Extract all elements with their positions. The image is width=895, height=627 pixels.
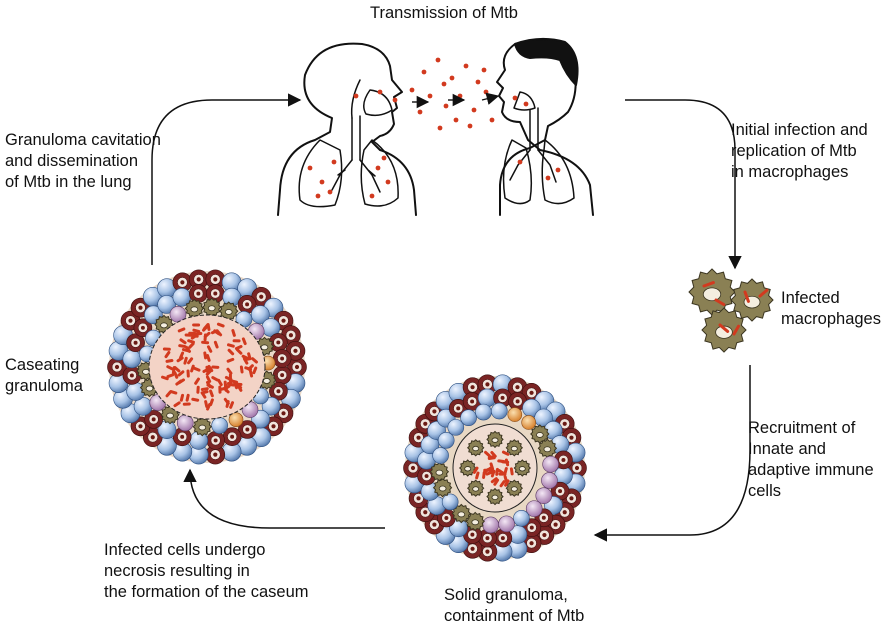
label-caseating: Caseating granuloma xyxy=(5,356,83,395)
caseating-granuloma xyxy=(107,269,307,465)
macrophage-cell xyxy=(466,479,485,497)
macrophage-cell xyxy=(201,297,222,317)
macrophage-cell xyxy=(688,268,736,316)
cycle-arrows xyxy=(151,93,751,542)
diagram-title: Transmission of Mtb xyxy=(370,4,518,22)
macrophage-cell xyxy=(451,503,471,524)
macrophage-cell xyxy=(505,479,524,497)
label-initial-infection: Initial infection and replication of Mtb… xyxy=(731,121,868,181)
infected-macrophage-cluster xyxy=(688,268,774,353)
label-solid-granuloma: Solid granuloma, containment of Mtb xyxy=(444,586,585,625)
macrophage-cell xyxy=(432,478,453,498)
macrophage-cell xyxy=(486,430,504,449)
label-infected-macrophages: Infected macrophages xyxy=(781,289,881,328)
macrophage-cell xyxy=(505,439,524,457)
macrophage-cell xyxy=(486,487,504,506)
airflow-arrows xyxy=(412,92,500,109)
macrophage-cell xyxy=(730,278,774,322)
macrophage-cell xyxy=(513,459,532,477)
macrophage-cell xyxy=(466,439,485,457)
macrophage-cell xyxy=(219,301,239,321)
macrophage-cell xyxy=(458,459,477,477)
label-necrosis: Infected cells undergo necrosis resultin… xyxy=(104,541,309,601)
label-cavitation: Granuloma cavitation and dissemination o… xyxy=(5,131,161,191)
label-recruitment: Recruitment of Innate and adaptive immun… xyxy=(748,419,874,500)
infected-person-silhouette xyxy=(277,42,417,216)
airborne-bacteria xyxy=(307,57,561,199)
arrow-to-solid-granuloma xyxy=(593,365,751,542)
solid-granuloma xyxy=(403,374,587,562)
macrophage-cell xyxy=(429,462,450,482)
macrophage-cell xyxy=(530,424,550,444)
arrow-to-caseating-granuloma xyxy=(183,468,385,529)
arrow-to-macrophages xyxy=(625,99,742,270)
exposed-person-silhouette xyxy=(496,38,594,216)
arrow-to-transmission xyxy=(151,93,302,265)
